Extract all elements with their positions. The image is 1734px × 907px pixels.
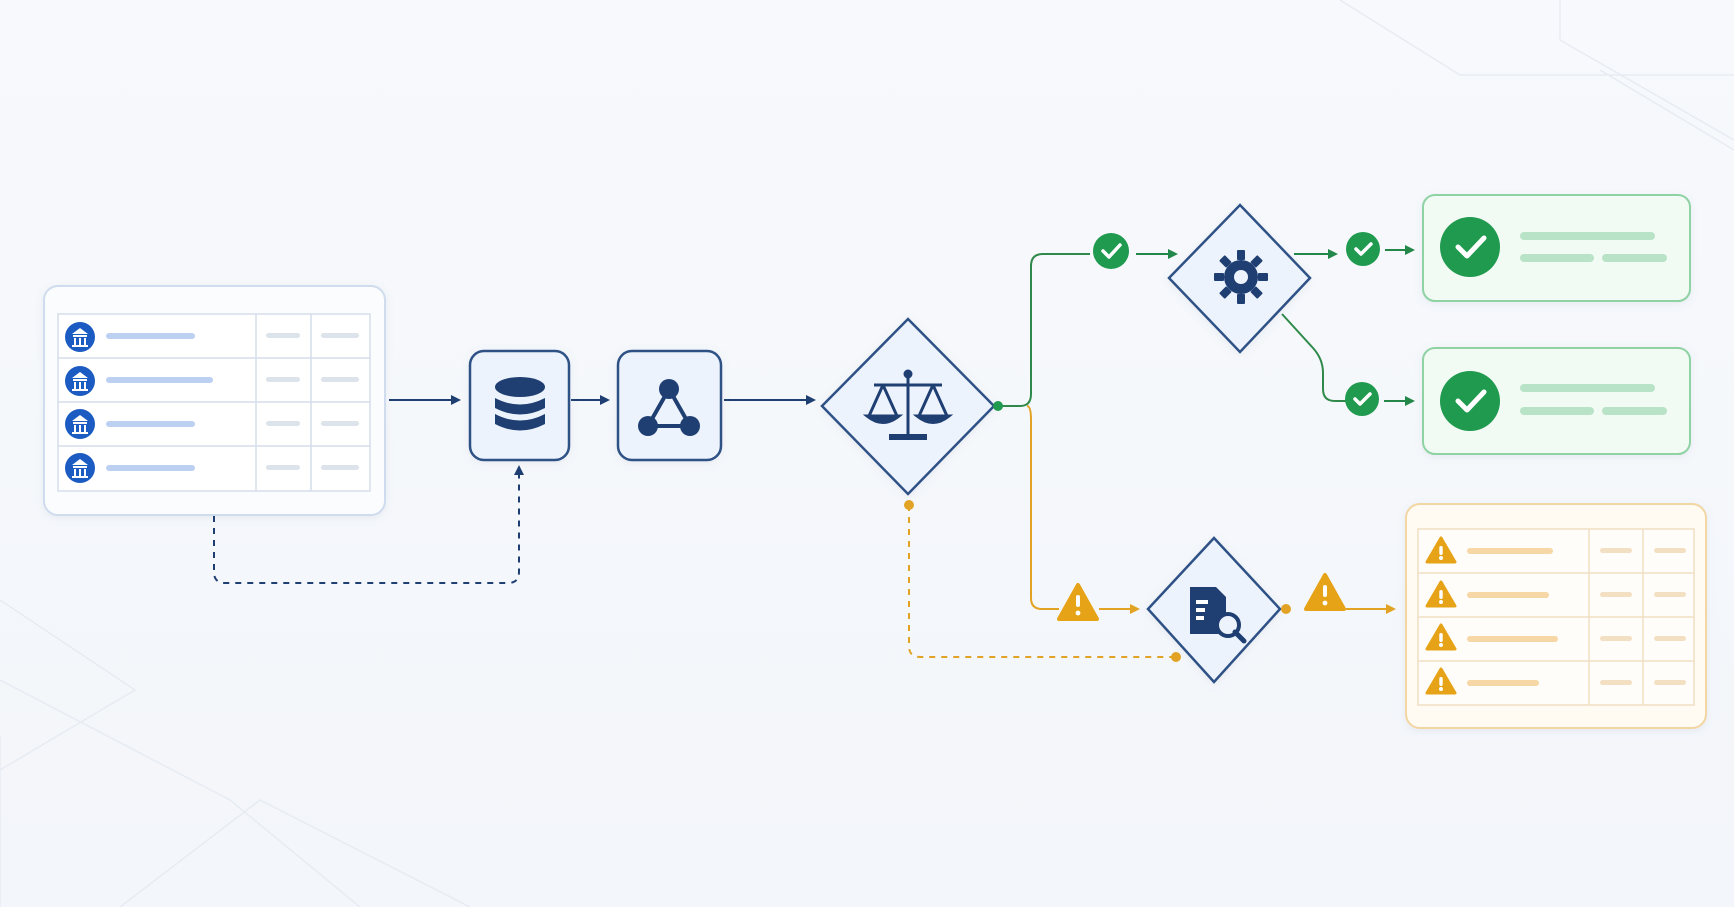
exception-table-card: [1405, 503, 1707, 729]
check-badge-icon: [1346, 232, 1380, 266]
document-search-icon: [1190, 587, 1247, 644]
table-row: [65, 366, 359, 396]
warning-icon: [1425, 580, 1457, 608]
approved-card: [1422, 194, 1691, 302]
table-row: [1425, 580, 1686, 608]
bank-icon: [65, 322, 95, 352]
processing-node: [1167, 203, 1312, 354]
warning-icon: [1425, 667, 1457, 695]
bank-icon: [65, 453, 95, 483]
review-exit-dot: [1281, 604, 1291, 614]
flagged-branch-line: [1026, 405, 1059, 610]
dashed-feedback-loop: [213, 465, 524, 584]
dashed-review-line: [908, 505, 1176, 658]
scale-balance-icon: [862, 369, 954, 440]
table-row: [1425, 667, 1686, 695]
approved-junction-dot: [993, 401, 1003, 411]
table-row: [65, 409, 359, 439]
source-table-card: [43, 285, 386, 516]
graph-node: [616, 349, 723, 462]
processing-secondary-branch: [1281, 313, 1348, 402]
database-node: [468, 349, 571, 462]
table-row: [1425, 623, 1686, 651]
table-row: [65, 453, 359, 483]
review-junction-dot: [904, 500, 914, 510]
review-node: [1146, 536, 1282, 684]
database-icon: [495, 377, 545, 431]
approved-card: [1422, 347, 1691, 455]
check-badge-icon: [1093, 233, 1129, 269]
warning-icon: [1425, 623, 1457, 651]
bank-icon: [65, 366, 95, 396]
table-row: [65, 322, 359, 352]
warning-badge-icon: [1057, 583, 1099, 621]
review-entry-dot: [1171, 652, 1181, 662]
network-graph-icon: [638, 379, 700, 436]
decision-node: [820, 317, 996, 496]
warning-badge-icon: [1304, 573, 1346, 611]
check-badge-icon: [1345, 382, 1379, 416]
check-circle-icon: [1440, 217, 1500, 277]
bank-icon: [65, 409, 95, 439]
table-row: [1425, 536, 1686, 564]
warning-icon: [1425, 536, 1457, 564]
connectors: [213, 245, 1415, 658]
check-circle-icon: [1440, 371, 1500, 431]
approved-branch-line: [999, 253, 1090, 407]
gear-icon: [1214, 250, 1268, 304]
